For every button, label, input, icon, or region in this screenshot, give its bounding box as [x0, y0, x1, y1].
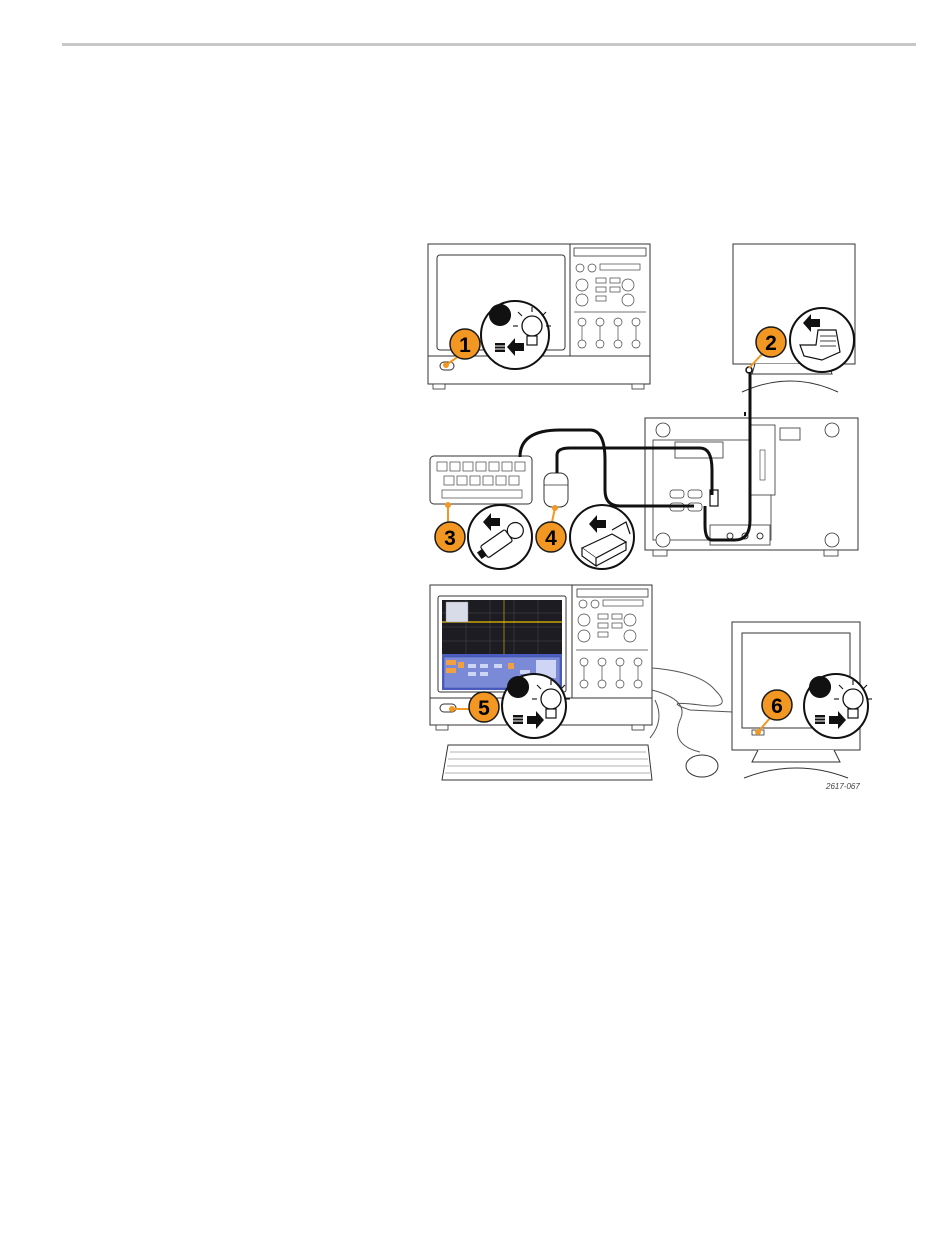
cables-bottom [650, 668, 733, 752]
callout-3-number: 3 [444, 527, 456, 550]
figure-id: 2617-067 [825, 782, 860, 791]
callout-4-number: 4 [545, 527, 557, 550]
callout-1-inset [481, 301, 551, 369]
screen-menu [446, 602, 468, 622]
callout-2-inset [790, 308, 854, 372]
callout-5-number: 5 [478, 697, 490, 720]
mouse-large [686, 755, 718, 777]
keyboard-large [442, 745, 652, 780]
callout-2-number: 2 [765, 332, 777, 355]
mouse-small [544, 473, 568, 507]
callout-1-number: 1 [459, 334, 471, 357]
callout-6-inset [804, 674, 872, 738]
callout-4: 4 [536, 505, 566, 552]
keyboard-small [430, 456, 532, 504]
callout-4-inset [570, 505, 634, 569]
callout-6-number: 6 [771, 695, 783, 718]
callout-3: 3 [435, 502, 465, 552]
callout-3-inset [468, 505, 532, 569]
